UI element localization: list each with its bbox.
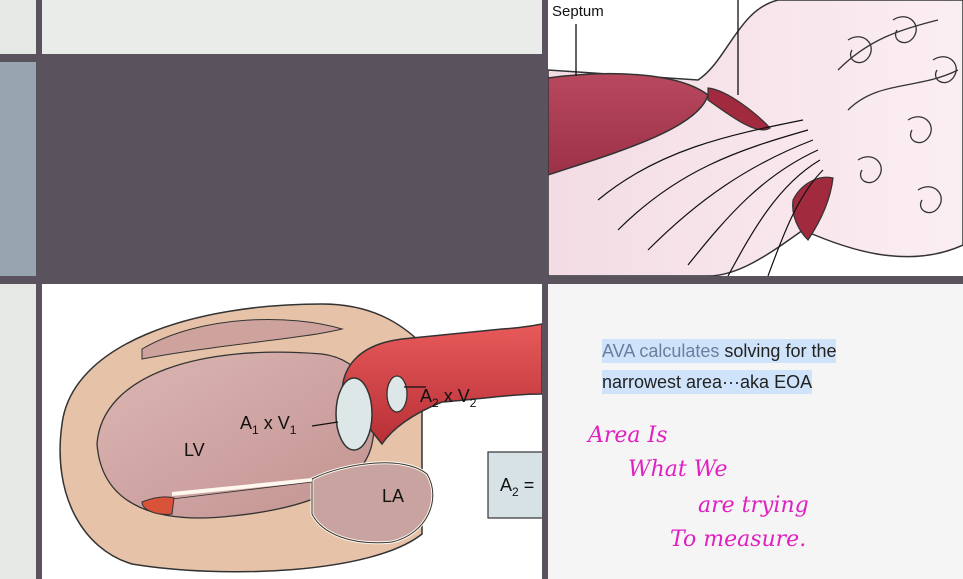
- handwriting-line-4: To measure.: [670, 527, 806, 552]
- label-sub-v1: 1: [290, 423, 297, 437]
- aortic-flow-illustration: Septum: [548, 0, 963, 276]
- label-a2: A: [420, 386, 432, 406]
- highlight-text-2: solving for the: [719, 341, 837, 361]
- handwritten-annotation: Area Is What We are trying To measure.: [586, 423, 809, 552]
- label-sub-2: 2: [432, 396, 439, 410]
- septum-label: Septum: [552, 3, 604, 20]
- handwriting-line-1: Area Is: [586, 423, 668, 448]
- handwriting-line-2: What We: [628, 457, 728, 482]
- highlight-text-1: AVA calculates: [602, 341, 720, 361]
- blank-panel-dark: [36, 54, 542, 276]
- label-la: LA: [382, 486, 404, 506]
- label-a1: A: [240, 413, 252, 433]
- svg-text:A1 x V1: A1 x V1: [240, 413, 297, 437]
- notes-panel: AVA calculates solving for the narrowest…: [548, 284, 963, 579]
- label-sub-v2: 2: [470, 396, 477, 410]
- label-times-v2: x V: [439, 386, 470, 406]
- svg-text:A2 x V2: A2 x V2: [420, 386, 477, 410]
- equation-sub: 2: [512, 485, 519, 499]
- side-panel-bottom: [0, 284, 36, 579]
- equation-eq: =: [519, 475, 535, 495]
- label-lv: LV: [184, 440, 205, 460]
- label-times-v1: x V: [259, 413, 290, 433]
- heart-diagram-panel: A1 x V1 A2 x V2 LV LA A2 =: [42, 284, 542, 579]
- flow-diagram-panel: Septum: [548, 0, 963, 276]
- blank-panel-top: [42, 0, 542, 54]
- equation-box: [487, 451, 542, 519]
- svg-text:A2 =: A2 =: [500, 475, 534, 499]
- side-panel-selected: [0, 62, 36, 276]
- handwriting-line-3: are trying: [698, 493, 809, 518]
- side-panel-top: [0, 0, 36, 54]
- equation-a: A: [500, 475, 512, 495]
- heart-illustration: A1 x V1 A2 x V2 LV LA A2 =: [59, 303, 542, 573]
- note-text-block: AVA calculates solving for the narrowest…: [602, 336, 942, 398]
- label-sub-1: 1: [252, 423, 259, 437]
- note-line-2: narrowest area···aka EOA: [602, 370, 813, 394]
